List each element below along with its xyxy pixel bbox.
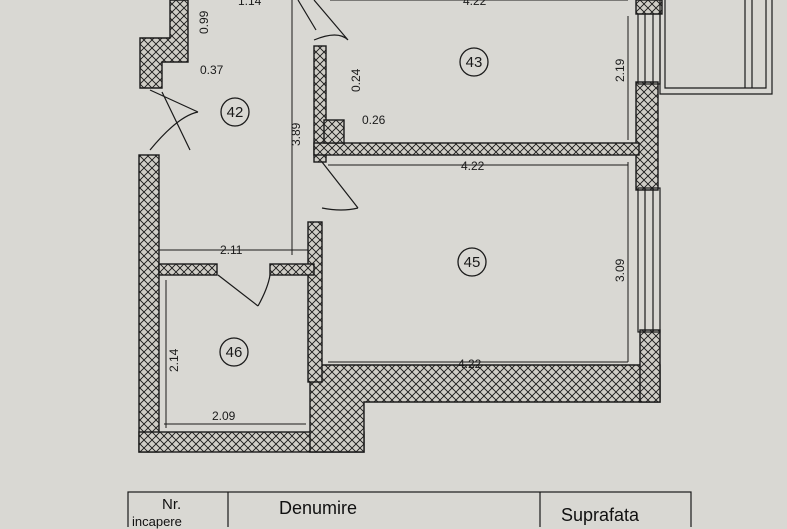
windows bbox=[637, 0, 773, 333]
dim-3-89: 3.89 bbox=[289, 122, 303, 146]
window-room-43 bbox=[637, 13, 661, 85]
wall-right-middle bbox=[635, 81, 659, 191]
window-room-45 bbox=[637, 187, 661, 333]
dim-0-99: 0.99 bbox=[197, 10, 211, 34]
svg-text:43: 43 bbox=[466, 54, 483, 71]
dim-2-14: 2.14 bbox=[167, 348, 181, 372]
wall-46-top-right bbox=[269, 263, 315, 276]
dim-top-422: 4.22 bbox=[463, 0, 487, 8]
door-room-45 bbox=[321, 161, 359, 211]
wall-right-lower bbox=[639, 329, 661, 403]
svg-text:45: 45 bbox=[464, 254, 481, 271]
door-entrance bbox=[149, 89, 199, 151]
svg-text:46: 46 bbox=[226, 344, 243, 361]
dim-bot-422: 4.22 bbox=[458, 357, 482, 371]
wall-bottom-step bbox=[309, 364, 661, 453]
table-header-nr: Nr. bbox=[162, 496, 182, 513]
dim-2-11: 2.11 bbox=[220, 243, 243, 257]
wall-top-left-step bbox=[139, 0, 189, 89]
svg-text:42: 42 bbox=[227, 104, 244, 121]
room-table bbox=[127, 491, 692, 527]
dimension-labels: 1.14 4.22 0.99 0.37 3.89 0.24 0.26 2.19 … bbox=[167, 0, 627, 423]
room-label-42: 42 bbox=[220, 97, 250, 127]
table-header-denumire: Denumire bbox=[279, 498, 358, 518]
room-label-43: 43 bbox=[459, 47, 489, 77]
table-header-incapere: incapere bbox=[132, 514, 182, 529]
room-labels: 43 42 45 46 bbox=[219, 47, 489, 367]
dim-0-24: 0.24 bbox=[349, 68, 363, 92]
dim-mid-422: 4.22 bbox=[461, 159, 485, 173]
wall-corridor-upper bbox=[313, 45, 327, 163]
balcony-outline bbox=[659, 0, 773, 95]
dim-top-partial: 1.14 bbox=[238, 0, 262, 8]
dim-3-09: 3.09 bbox=[613, 258, 627, 282]
dim-0-37: 0.37 bbox=[200, 63, 224, 77]
room-label-46: 46 bbox=[219, 337, 249, 367]
wall-46-top-left bbox=[158, 263, 218, 276]
walls bbox=[138, 0, 663, 453]
dimension-lines bbox=[159, 0, 629, 428]
door-room-43 bbox=[313, 0, 349, 41]
wall-pier bbox=[323, 119, 345, 144]
wall-corridor-lower bbox=[307, 221, 323, 383]
wall-left-exterior bbox=[138, 154, 160, 453]
room-label-45: 45 bbox=[457, 247, 487, 277]
wall-right-top bbox=[635, 0, 663, 15]
dim-2-19: 2.19 bbox=[613, 58, 627, 82]
wall-partition-43-45 bbox=[313, 142, 640, 156]
table-header-suprafata: Suprafata bbox=[561, 505, 640, 525]
door-corridor-top bbox=[297, 0, 317, 31]
dim-0-26: 0.26 bbox=[362, 113, 386, 127]
door-room-46 bbox=[217, 274, 271, 307]
doors bbox=[149, 0, 359, 307]
dim-2-09: 2.09 bbox=[212, 409, 236, 423]
